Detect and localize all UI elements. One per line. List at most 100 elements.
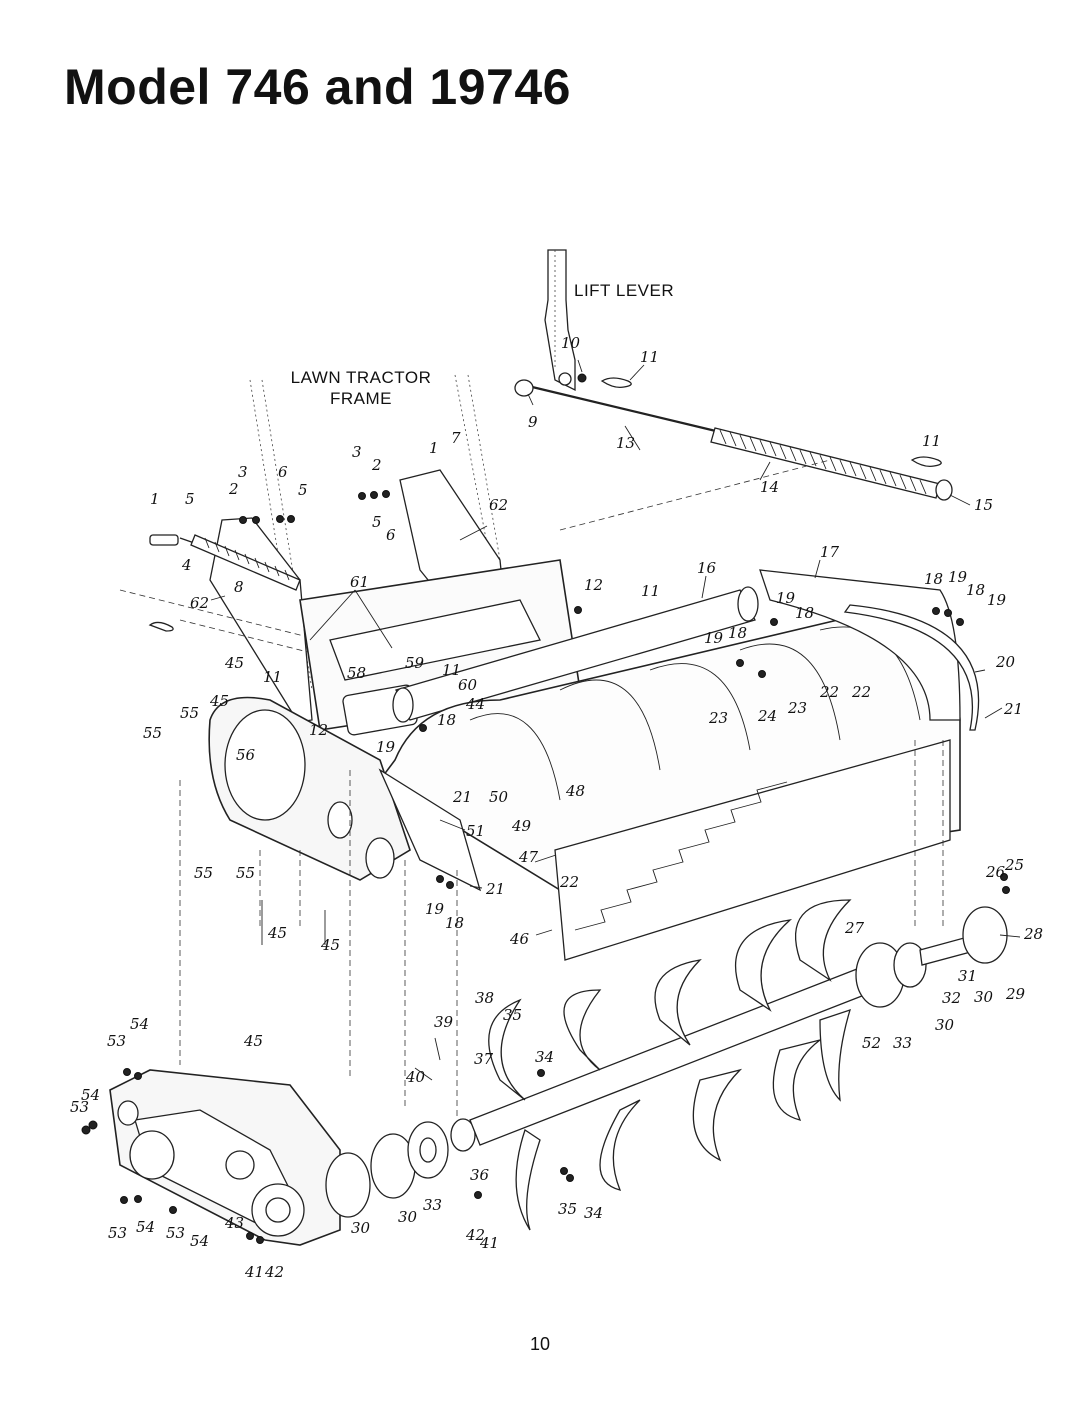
callout-42: 42 [264,1263,284,1281]
callout-45: 45 [320,936,340,954]
callout-28: 28 [1023,925,1043,943]
left-bearings [325,1118,476,1218]
callout-30: 30 [935,1016,955,1034]
callout-13: 13 [616,434,635,452]
callout-53: 53 [166,1224,185,1242]
tine-shield [378,569,980,961]
callout-44: 44 [465,695,485,713]
page-title: Model 746 and 19746 [64,59,571,115]
callout-45: 45 [243,1032,263,1050]
callout-27: 27 [844,919,865,937]
callout-12: 12 [309,721,328,739]
callout-11: 11 [442,661,461,679]
callout-33: 33 [893,1034,912,1052]
callout-49: 49 [511,817,532,835]
callout-21: 21 [485,880,505,898]
callout-4: 4 [181,556,192,574]
tine-shaft [469,899,1008,1231]
callout-22: 22 [851,683,871,701]
callout-58: 58 [347,664,366,682]
callout-30: 30 [398,1208,418,1226]
callout-11: 11 [641,582,660,600]
callout-1: 1 [429,439,439,457]
callout-12: 12 [584,576,603,594]
lift-lever-label: LIFT LEVER [574,281,675,300]
callout-45: 45 [267,924,287,942]
callout-22: 22 [819,683,839,701]
gear-case [109,1069,341,1246]
callout-11: 11 [922,432,941,450]
callout-29: 29 [1005,985,1026,1003]
callout-60: 60 [458,676,478,694]
callout-18: 18 [728,624,747,642]
page-number: 10 [529,1334,551,1354]
callout-18: 18 [445,914,464,932]
callout-5: 5 [298,481,308,499]
callout-35: 35 [503,1006,522,1024]
callout-59: 59 [405,654,425,672]
callout-36: 36 [470,1166,490,1184]
callout-19: 19 [948,568,968,586]
callout-7: 7 [451,429,461,447]
callout-18: 18 [795,604,814,622]
callout-19: 19 [704,629,724,647]
callout-55: 55 [143,724,162,742]
callout-19: 19 [987,591,1007,609]
callout-38: 38 [475,989,494,1007]
callout-51: 51 [466,822,485,840]
callout-23: 23 [708,709,728,727]
callout-22: 22 [559,873,579,891]
callout-62: 62 [489,496,508,514]
callout-1: 1 [150,490,160,508]
lift-lever [544,249,576,392]
callout-53: 53 [108,1224,127,1242]
callout-14: 14 [760,478,779,496]
leader-lines [210,359,1021,1081]
alignment-lines [179,740,944,1120]
callout-54: 54 [130,1015,149,1033]
callout-9: 9 [528,413,538,431]
callout-numbers: 10 11 9 13 11 14 15 3 2 1 7 5 6 62 3 6 2… [70,334,1043,1281]
callout-40: 40 [405,1068,426,1086]
callout-45: 45 [224,654,244,672]
callout-2: 2 [371,456,382,474]
callout-30: 30 [974,988,994,1006]
callout-26: 26 [985,863,1006,881]
callout-10: 10 [561,334,581,352]
pivot-tube [392,459,831,723]
callout-21: 21 [1003,700,1023,718]
callout-6: 6 [278,463,288,481]
frame-plates [119,374,581,736]
callout-53: 53 [107,1032,126,1050]
callout-30: 30 [351,1219,371,1237]
callout-11: 11 [263,668,282,686]
callout-6: 6 [386,526,396,544]
callout-11: 11 [640,348,659,366]
callout-15: 15 [974,496,993,514]
callout-8: 8 [234,578,244,596]
callout-48: 48 [565,782,585,800]
callout-18: 18 [924,570,943,588]
callout-54: 54 [81,1086,100,1104]
callout-16: 16 [697,559,717,577]
callout-55: 55 [194,864,213,882]
callout-5: 5 [372,513,382,531]
lawn-tractor-frame-label: LAWN TRACTOR FRAME [276,367,446,409]
callout-54: 54 [136,1218,155,1236]
callout-23: 23 [787,699,807,717]
callout-18: 18 [437,711,456,729]
callout-19: 19 [425,900,445,918]
callout-25: 25 [1004,856,1024,874]
callout-56: 56 [236,746,256,764]
callout-55: 55 [180,704,199,722]
callout-35: 35 [558,1200,577,1218]
callout-33: 33 [423,1196,442,1214]
callout-5: 5 [185,490,195,508]
callout-52: 52 [862,1034,881,1052]
callout-3: 3 [352,443,362,461]
callout-24: 24 [757,707,777,725]
lift-rod [514,373,721,434]
callout-32: 32 [942,989,961,1007]
callout-41: 41 [479,1234,499,1252]
callout-45: 45 [209,692,229,710]
